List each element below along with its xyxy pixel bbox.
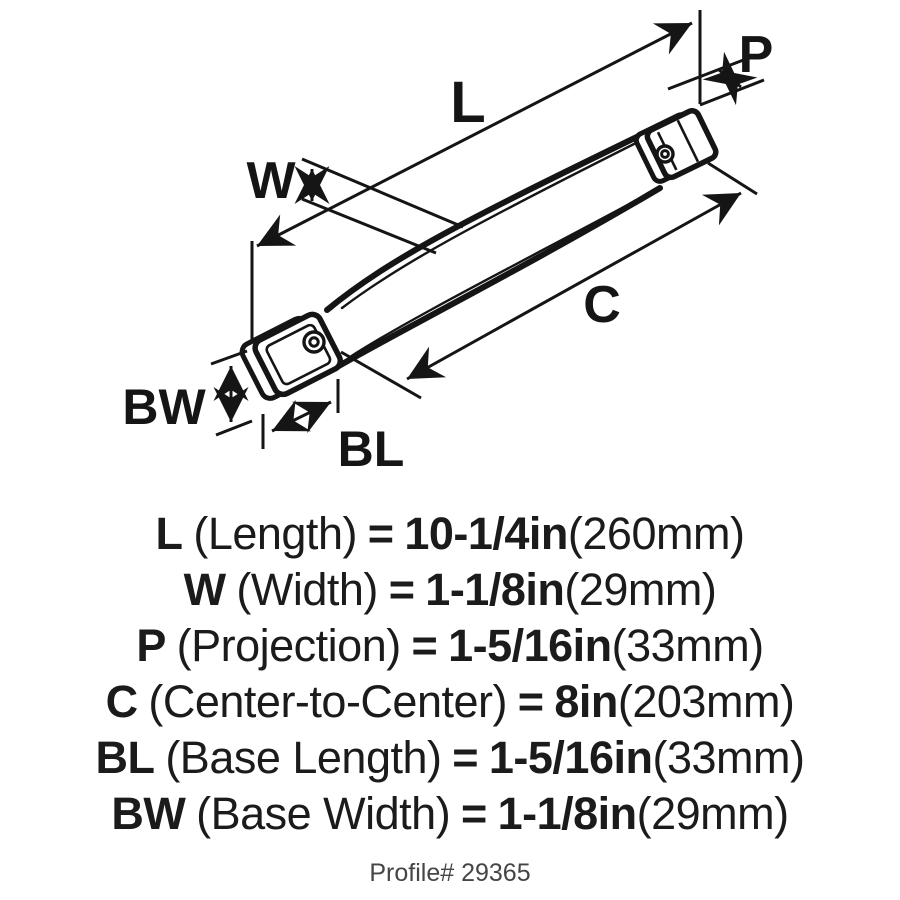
spec-abbr: P <box>136 620 166 671</box>
dim-line-center <box>406 191 742 381</box>
spec-value-metric: (260mm) <box>567 508 745 559</box>
profile-number: Profile# 29365 <box>369 859 531 887</box>
dimension-labels: L P W C BW BL <box>122 26 773 477</box>
spec-abbr: C <box>105 676 139 727</box>
spec-value-metric: (29mm) <box>564 564 717 615</box>
ext-line-center-right <box>707 161 758 196</box>
label-center-to-center: C <box>583 276 621 334</box>
spec-equals: = <box>461 788 487 839</box>
spec-value-imperial: 1-5/16in <box>488 732 653 783</box>
left-base <box>239 311 344 401</box>
label-base-width: BW <box>122 379 206 435</box>
dim-line-projection <box>702 51 758 106</box>
right-base <box>633 108 719 184</box>
ext-line-center-left <box>340 350 422 400</box>
spec-name: (Base Width) <box>196 788 451 839</box>
spec-row-width: W(Width)=1-1/8in(29mm) <box>0 562 900 618</box>
ext-line-width-top <box>301 157 464 229</box>
spec-abbr: L <box>155 508 184 559</box>
spec-abbr: BL <box>95 732 156 783</box>
spec-list: L(Length)=10-1/4in(260mm) W(Width)=1-1/8… <box>0 506 900 888</box>
spec-name: (Base Length) <box>165 732 442 783</box>
spec-value-imperial: 1-5/16in <box>448 620 612 671</box>
label-projection: P <box>739 26 774 84</box>
spec-row-length: L(Length)=10-1/4in(260mm) <box>0 506 900 562</box>
spec-row-projection: P(Projection)=1-5/16in(33mm) <box>0 618 900 674</box>
spec-value-imperial: 8in <box>554 676 618 727</box>
spec-name: (Length) <box>193 508 357 559</box>
spec-name: (Projection) <box>176 620 402 671</box>
tick-base-width-top <box>210 349 248 366</box>
ext-line-projection-top <box>667 57 747 91</box>
spec-equals: = <box>367 508 394 559</box>
spec-abbr: W <box>183 564 226 615</box>
spec-value-imperial: 10-1/4in <box>404 508 568 559</box>
dimension-lines <box>210 10 765 449</box>
spec-abbr: BW <box>111 788 186 839</box>
spec-equals: = <box>411 620 438 671</box>
tick-base-width-bottom <box>215 419 253 437</box>
spec-name: (Center-to-Center) <box>148 676 507 727</box>
spec-value-imperial: 1-1/8in <box>497 788 638 839</box>
spec-row-base-length: BL(Base Length)=1-5/16in(33mm) <box>0 730 900 786</box>
spec-row-center-to-center: C(Center-to-Center)=8in(203mm) <box>0 674 900 730</box>
spec-value-metric: (203mm) <box>617 676 795 727</box>
spec-value-imperial: 1-1/8in <box>425 564 565 615</box>
handle-dimension-diagram: L P W C BW BL <box>122 10 773 477</box>
spec-row-base-width: BW(Base Width)=1-1/8in(29mm) <box>0 786 900 842</box>
label-base-length: BL <box>338 421 405 477</box>
spec-value-metric: (29mm) <box>636 788 790 839</box>
label-length: L <box>450 70 485 135</box>
label-width: W <box>246 152 296 210</box>
dim-line-base-length <box>271 399 332 434</box>
spec-value-metric: (33mm) <box>652 732 805 783</box>
spec-equals: = <box>452 732 479 783</box>
spec-name: (Width) <box>236 564 378 615</box>
spec-value-metric: (33mm) <box>611 620 765 671</box>
spec-equals: = <box>517 676 544 727</box>
spec-equals: = <box>388 564 415 615</box>
